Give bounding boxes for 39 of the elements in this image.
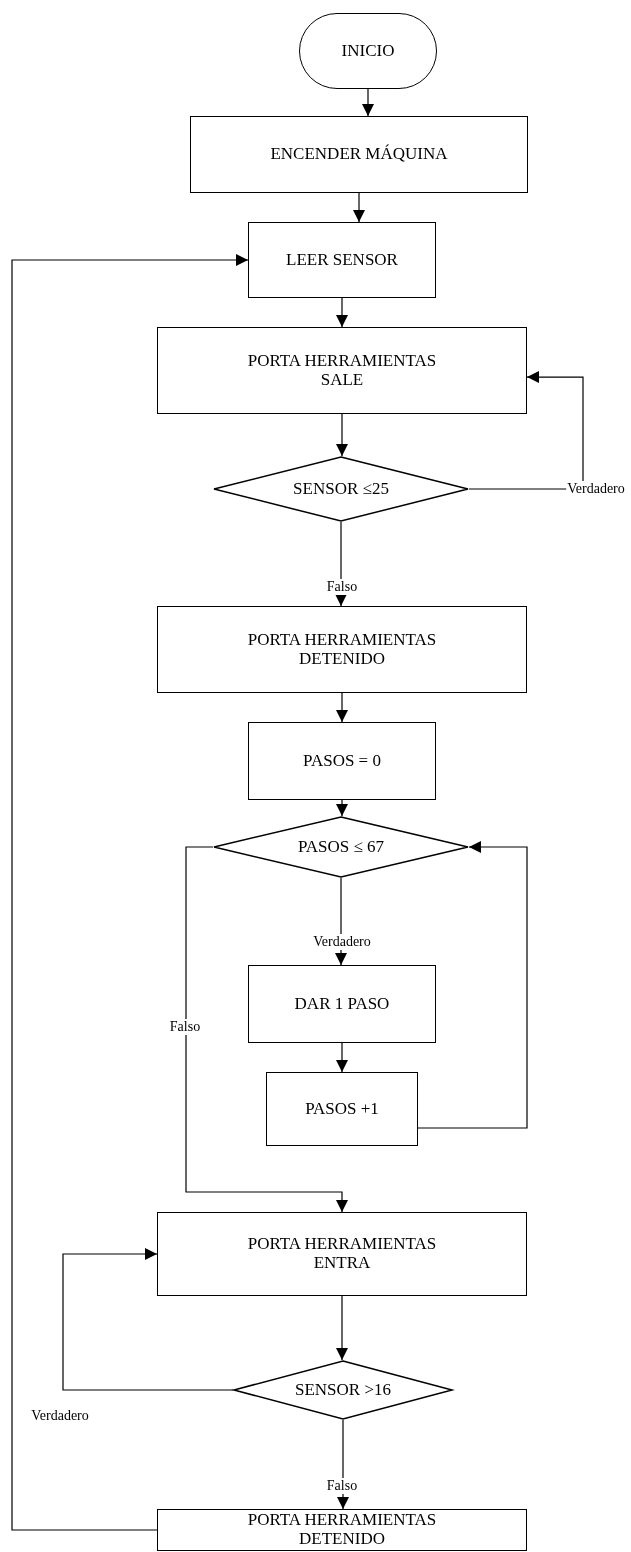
step-label: PORTA HERRAMIENTAS SALE [246,351,438,390]
edge-label: Falso [168,1019,202,1035]
step-label: SENSOR >16 [295,1380,391,1400]
process-box [266,1072,418,1146]
step-label: LEER SENSOR [286,250,398,270]
step-label: PASOS = 0 [303,751,381,771]
step-label: DAR 1 PASO [294,994,390,1014]
process-box [157,1212,527,1296]
arrow [362,88,374,117]
step-label: PORTA HERRAMIENTAS DETENIDO [246,630,438,669]
step-label: PASOS ≤ 67 [297,837,385,857]
arrow [336,1042,348,1073]
process-box [190,116,528,193]
step-label: ENCENDER MÁQUINA [270,145,448,164]
arrow [62,1248,234,1391]
step-label: PORTA HERRAMIENTAS ENTRA [246,1235,438,1273]
step-label: INICIO [341,41,395,61]
process-box [248,965,436,1043]
process-box [248,722,436,800]
process-box [157,1509,527,1551]
step-label: PASOS +1 [305,1099,379,1119]
edge-label: Falso [325,579,359,595]
arrow [336,297,348,328]
step-label: SENSOR ≤25 [293,479,389,499]
arrow [11,254,249,1531]
process-box [157,327,527,414]
process-box [248,222,436,298]
arrow [417,841,528,1129]
step-label: PORTA HERRAMIENTAS DETENIDO [246,1511,438,1549]
edge-label: Falso [325,1478,359,1494]
arrow [336,692,348,723]
arrow [185,846,348,1213]
arrow [353,192,365,223]
arrow [336,413,348,457]
process-box [157,606,527,693]
edge-label: Verdadero [312,934,372,950]
arrow [468,371,584,490]
arrow [336,799,348,817]
arrow [336,1295,348,1361]
